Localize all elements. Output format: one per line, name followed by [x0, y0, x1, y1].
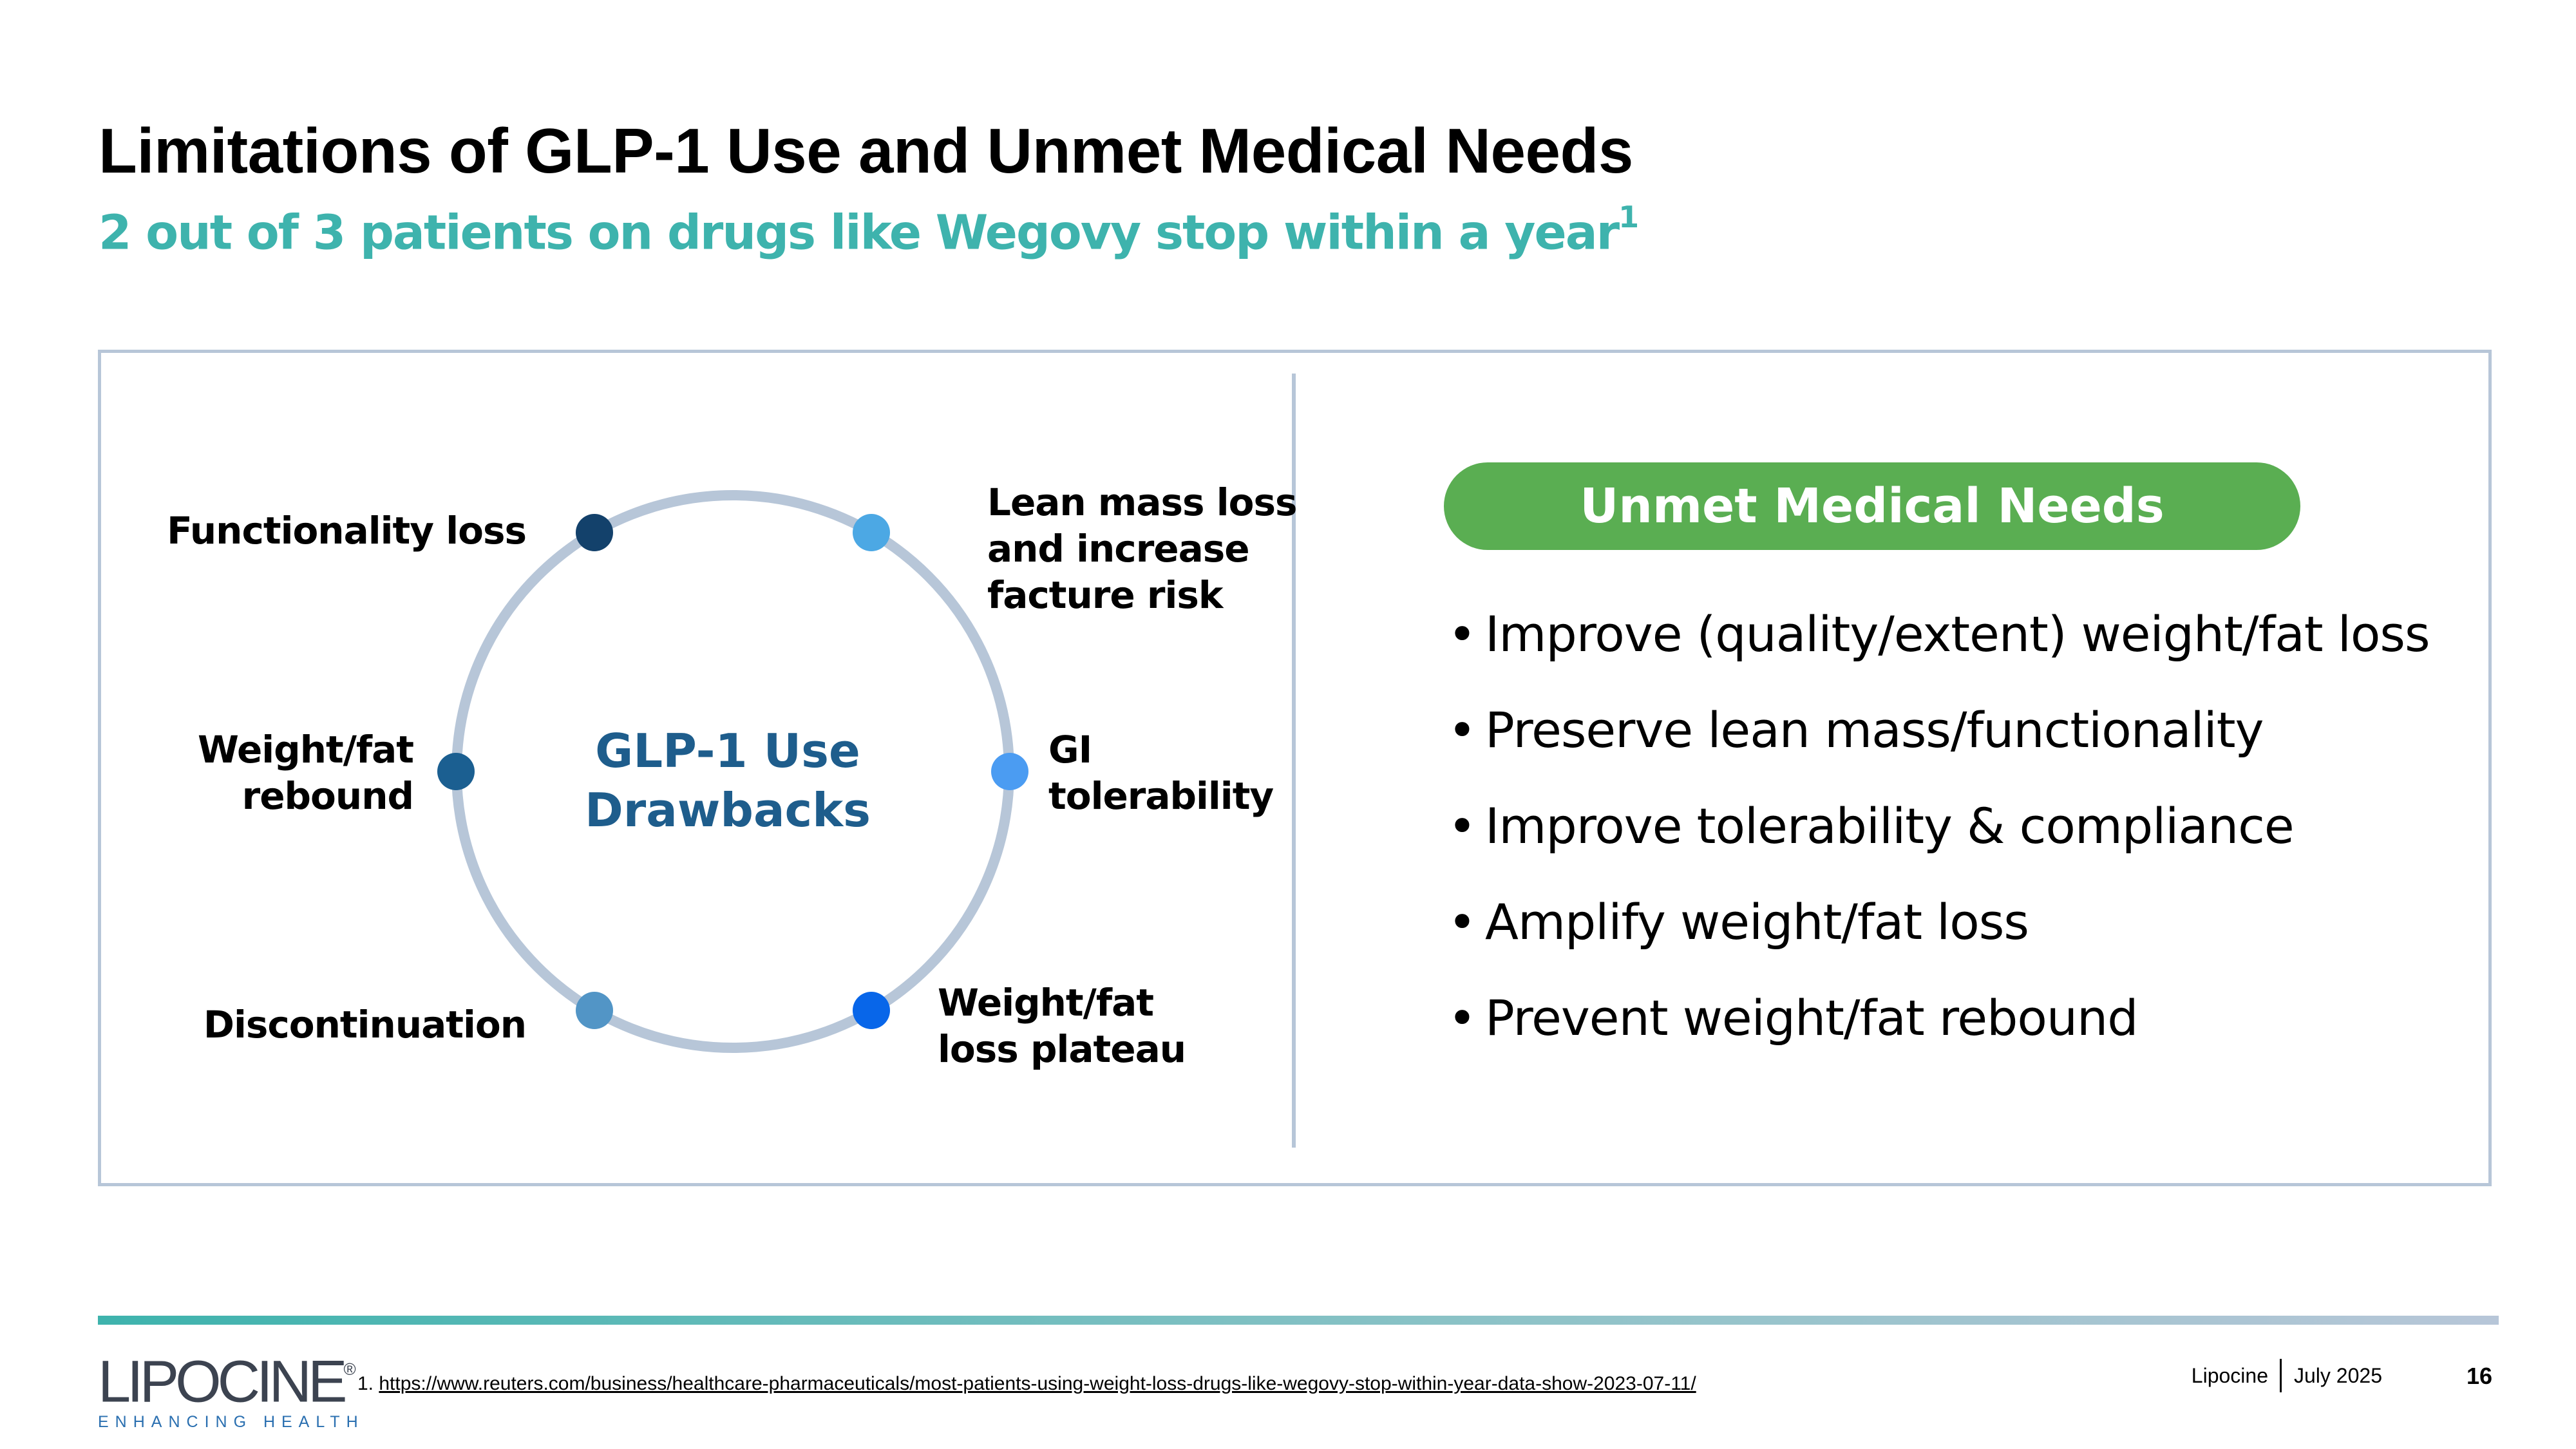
subtitle-footnote-marker: 1 — [1618, 200, 1639, 234]
subtitle-text: 2 out of 3 patients on drugs like Wegovy… — [99, 205, 1620, 261]
footer-accent-bar — [98, 1316, 2499, 1325]
slide-title: Limitations of GLP-1 Use and Unmet Medic… — [99, 115, 1633, 186]
company-logo: LIPOCINE® ENHANCING HEALTH — [98, 1346, 365, 1432]
node-dot-gi-tolerability — [991, 753, 1028, 790]
unmet-needs-list: •Improve (quality/extent) weight/fat los… — [1448, 599, 2430, 1079]
list-item-text: Amplify weight/fat loss — [1485, 893, 2029, 951]
bullet-marker: • — [1448, 605, 1477, 663]
node-dot-weight-fat-loss-plateau — [853, 992, 890, 1029]
logo-text: LIPOCINE — [98, 1349, 347, 1415]
node-label-lean-mass-loss: Lean mass loss and increase facture risk — [987, 480, 1298, 617]
footnote-link[interactable]: https://www.reuters.com/business/healthc… — [379, 1373, 1696, 1394]
node-label-weight-fat-rebound: Weight/fat rebound — [198, 728, 414, 818]
bullet-marker: • — [1448, 893, 1477, 951]
list-item: •Improve (quality/extent) weight/fat los… — [1448, 599, 2430, 695]
bullet-marker: • — [1448, 797, 1477, 855]
node-dot-discontinuation — [576, 992, 613, 1029]
list-item-text: Preserve lean mass/functionality — [1485, 701, 2264, 759]
list-item: •Amplify weight/fat loss — [1448, 887, 2430, 983]
bullet-marker: • — [1448, 701, 1477, 759]
footnote-number: 1. — [357, 1373, 374, 1394]
page-number: 16 — [2467, 1363, 2493, 1389]
list-item: •Improve tolerability & compliance — [1448, 791, 2430, 887]
node-label-gi-tolerability: GI tolerability — [1048, 728, 1274, 818]
footnote: 1. https://www.reuters.com/business/heal… — [357, 1373, 1696, 1395]
footer-company: Lipocine — [2191, 1364, 2268, 1387]
node-label-discontinuation: Discontinuation — [203, 1003, 527, 1046]
node-dot-functionality-loss — [576, 514, 613, 551]
list-item-text: Improve (quality/extent) weight/fat loss — [1485, 605, 2430, 663]
panel-divider — [1292, 374, 1296, 1148]
unmet-needs-header: Unmet Medical Needs — [1444, 462, 2300, 550]
logo-tagline: ENHANCING HEALTH — [98, 1412, 365, 1431]
node-label-functionality-loss: Functionality loss — [167, 509, 527, 553]
logo-wordmark: LIPOCINE® — [98, 1346, 365, 1412]
node-dot-weight-fat-rebound — [437, 753, 475, 790]
list-item: •Prevent weight/fat rebound — [1448, 983, 2430, 1079]
bullet-marker: • — [1448, 989, 1477, 1046]
footer-separator — [2280, 1359, 2282, 1392]
footer-date: July 2025 — [2294, 1364, 2382, 1387]
diagram-center-label: GLP-1 Use Drawbacks — [585, 724, 871, 837]
content-panel — [98, 350, 2492, 1186]
node-dot-lean-mass-loss — [853, 514, 890, 551]
list-item-text: Prevent weight/fat rebound — [1485, 989, 2138, 1046]
logo-registered-mark: ® — [343, 1359, 356, 1379]
slide-subtitle: 2 out of 3 patients on drugs like Wegovy… — [99, 200, 1639, 261]
list-item: •Preserve lean mass/functionality — [1448, 695, 2430, 791]
list-item-text: Improve tolerability & compliance — [1485, 797, 2295, 855]
node-label-weight-fat-loss-plateau: Weight/fat loss plateau — [938, 981, 1186, 1071]
